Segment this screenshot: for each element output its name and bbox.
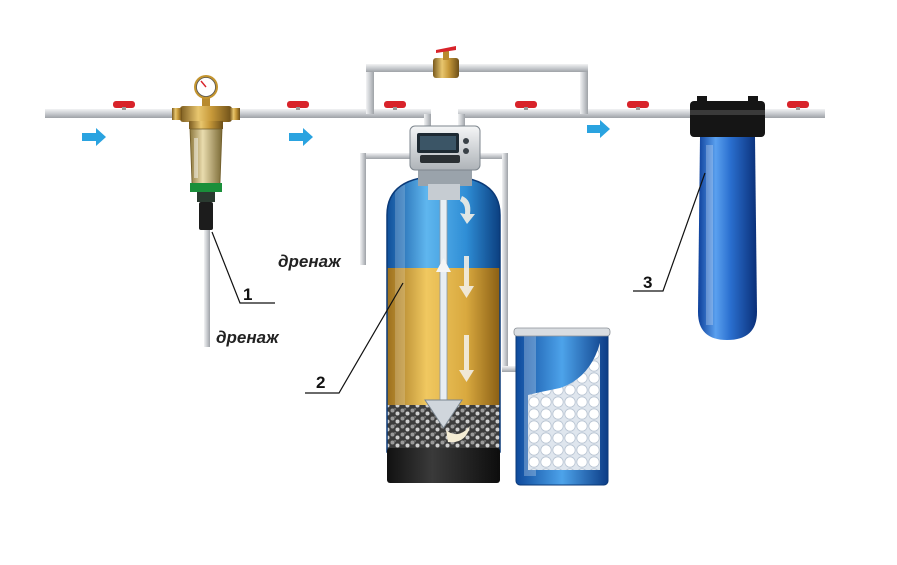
bypass-valve [433, 46, 459, 78]
flow-arrow-icon [587, 120, 610, 138]
ball-valve-4 [515, 101, 537, 110]
drain-label-left: дренаж [216, 328, 280, 347]
flow-arrow-icon [289, 128, 313, 146]
valve-handles [113, 101, 809, 110]
cartridge-filter [690, 96, 765, 340]
ball-valve-5 [627, 101, 649, 110]
drain-label-center: дренаж [278, 252, 342, 271]
ball-valve-1 [113, 101, 135, 110]
callout-number-2: 2 [316, 373, 325, 392]
main-pipeline [45, 64, 825, 132]
ball-valve-6 [787, 101, 809, 110]
prefilter [172, 75, 240, 230]
ball-valve-3 [384, 101, 406, 110]
flow-arrow-icon [82, 128, 106, 146]
callout-number-1: 1 [243, 285, 252, 304]
softener [360, 125, 524, 483]
drain-pipe-left [204, 230, 210, 347]
brine-tank [513, 327, 611, 486]
callout-number-3: 3 [643, 273, 652, 292]
callout-lines [211, 172, 706, 394]
ball-valve-2 [287, 101, 309, 110]
flow-arrows [82, 120, 610, 146]
